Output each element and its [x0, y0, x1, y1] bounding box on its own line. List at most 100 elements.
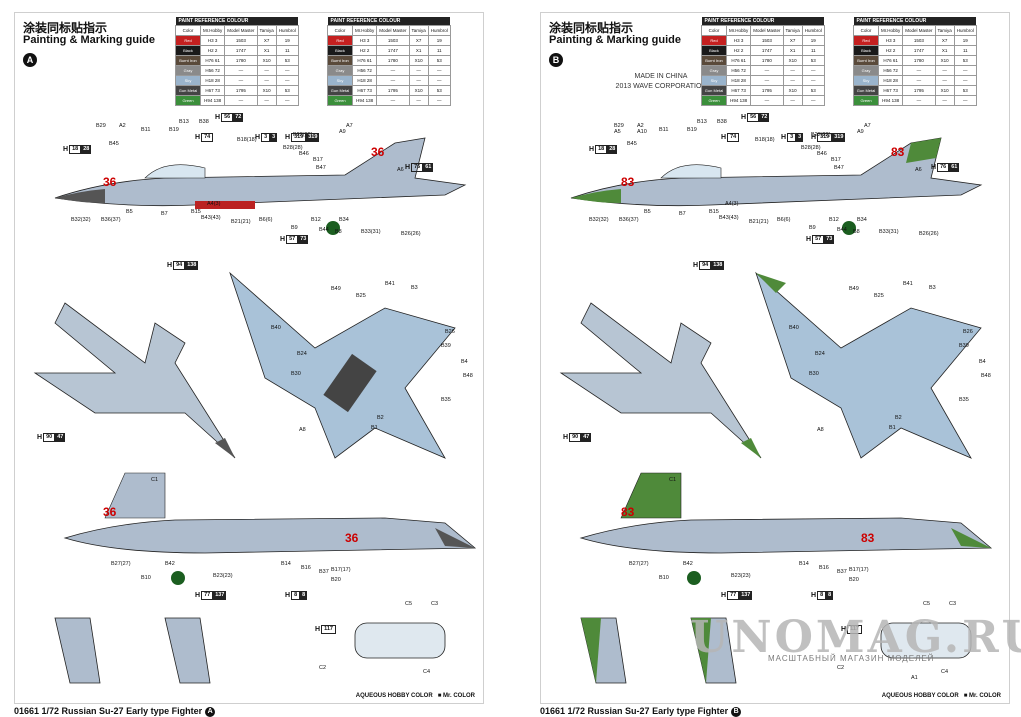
footer-caption-b: 01661 1/72 Russian Su-27 Early type Figh… [540, 706, 742, 717]
callout-label: B37 [319, 569, 329, 575]
color-swatch: Gray [327, 65, 353, 76]
table-cell: H2 2 [877, 45, 904, 56]
callout-label: B40 [271, 325, 281, 331]
callout-label: B38 [717, 119, 727, 125]
table-cell: 19 [953, 35, 977, 46]
table-cell: H94 138 [199, 95, 226, 106]
callout-label: B41 [385, 281, 395, 287]
callout-label: C5 [923, 601, 931, 607]
table-cell: — [256, 95, 277, 106]
callout-label: A2 [637, 123, 644, 129]
callout-label: B39 [959, 343, 969, 349]
callout-label: B39 [441, 343, 451, 349]
table-cell: X10 [782, 55, 803, 66]
table-cell: H76 61 [351, 55, 378, 66]
table-cell: H3 3 [877, 35, 904, 46]
callout-label: B22(22) [811, 132, 831, 138]
callout-label: B33(31) [361, 229, 381, 235]
aircraft-side-view-2 [579, 472, 993, 585]
callout-label: B44 [319, 227, 329, 233]
callout-label: B14 [281, 561, 291, 567]
callout-label: B15 [709, 209, 719, 215]
callout-label: B38 [199, 119, 209, 125]
table-cell: — [408, 65, 429, 76]
callout-label: B45 [627, 141, 637, 147]
table-cell: 1503 [224, 35, 258, 46]
table-cell: 53 [953, 85, 977, 96]
callout-label: B45 [109, 141, 119, 147]
callout-label: B2 [377, 415, 384, 421]
table-cell: X10 [256, 85, 277, 96]
color-swatch: Sky [853, 75, 879, 86]
table-title: PAINT REFERENCE COLOUR [327, 17, 451, 26]
callout-label: B22(22) [293, 132, 313, 138]
callout-label: B14 [799, 561, 809, 567]
color-swatch: Sky [701, 75, 727, 86]
callout-label: B6(6) [259, 217, 273, 223]
table-cell: 1795 [224, 85, 258, 96]
callout-label: B40 [789, 325, 799, 331]
callout-label: B6(6) [777, 217, 791, 223]
table-cell: — [750, 95, 784, 106]
table-cell: 19 [427, 35, 451, 46]
table-cell: — [953, 75, 977, 86]
watermark: UNOMAG.RU [690, 612, 1021, 663]
callout-label: B24 [815, 351, 825, 357]
page-letter-badge: B [549, 53, 563, 67]
table-cell: — [934, 95, 955, 106]
table-cell: 1503 [902, 35, 936, 46]
callout-label: A8 [299, 427, 306, 433]
table-cell: — [782, 75, 803, 86]
table-cell: — [427, 95, 451, 106]
table-cell: — [376, 75, 410, 86]
table-cell: X10 [934, 85, 955, 96]
color-swatch: Gun Metal [701, 85, 727, 96]
table-cell: 1795 [902, 85, 936, 96]
table-cell: 11 [801, 45, 825, 56]
title-en: Painting & Marking guide [23, 34, 156, 46]
callout-label: B26 [963, 329, 973, 335]
table-cell: H56 72 [725, 65, 752, 76]
callout-label: A4(3) [207, 201, 221, 207]
table-cell: H3 3 [351, 35, 378, 46]
callout-label: B16 [301, 565, 311, 571]
table-cell: H67 73 [877, 85, 904, 96]
table-cell: X1 [408, 45, 429, 56]
table-cell: H94 138 [877, 95, 904, 106]
table-cell: H56 72 [351, 65, 378, 76]
callout-label: B23(23) [731, 573, 751, 579]
callout-label: B27(27) [629, 561, 649, 567]
callout-label: C2 [319, 665, 327, 671]
color-swatch: Sky [175, 75, 201, 86]
callout-label: B47 [834, 165, 844, 171]
callout-label: A4(3) [725, 201, 739, 207]
color-swatch: Black [701, 45, 727, 56]
callout-label: B13 [697, 119, 707, 125]
cockpit-detail [880, 622, 972, 659]
callout-label: A1 [911, 675, 918, 681]
table-cell: — [376, 95, 410, 106]
callout-label: B28(28) [283, 145, 303, 151]
callout-label: B42 [165, 561, 175, 567]
color-swatch: Black [327, 45, 353, 56]
table-cell: — [953, 95, 977, 106]
callout-label: B47 [316, 165, 326, 171]
callout-label: B24 [297, 351, 307, 357]
